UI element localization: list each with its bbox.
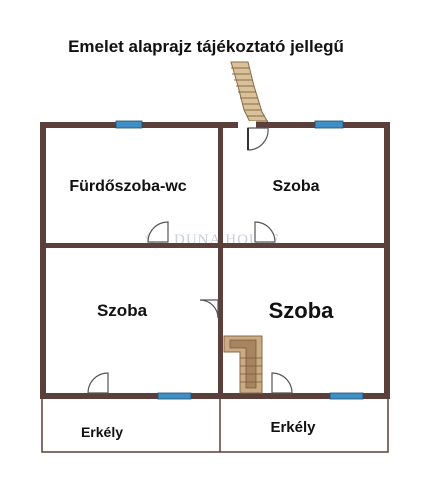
door-balcony-right bbox=[271, 372, 293, 394]
door-room-top-right bbox=[254, 221, 276, 243]
door-middle bbox=[199, 299, 219, 319]
door-balcony-left bbox=[87, 372, 109, 394]
wall-center-vertical bbox=[218, 122, 223, 399]
room-label-balcony-right: Erkély bbox=[270, 419, 316, 436]
wall-top bbox=[40, 122, 390, 128]
window-top-right bbox=[314, 120, 344, 129]
room-label-balcony-left: Erkély bbox=[81, 424, 123, 440]
top-staircase bbox=[230, 61, 271, 127]
wall-bottom bbox=[40, 393, 390, 399]
door-bathroom bbox=[147, 221, 169, 243]
plan-title: Emelet alaprajz tájékoztató jellegű bbox=[68, 37, 344, 56]
door-entrance bbox=[247, 127, 269, 151]
wall-right bbox=[384, 122, 390, 398]
window-bottom-right bbox=[329, 392, 364, 400]
room-label-top-right: Szoba bbox=[272, 178, 319, 195]
window-top-left bbox=[115, 120, 143, 129]
doors bbox=[87, 127, 293, 394]
windows bbox=[115, 120, 364, 400]
room-label-bottom-right: Szoba bbox=[269, 298, 335, 323]
walls bbox=[40, 122, 390, 399]
balcony-outline bbox=[41, 399, 389, 453]
room-label-bottom-left: Szoba bbox=[97, 301, 148, 320]
inner-staircase bbox=[223, 335, 263, 394]
room-label-bathroom: Fürdőszoba-wc bbox=[69, 178, 186, 195]
wall-left bbox=[40, 122, 46, 398]
window-bottom-left bbox=[157, 392, 192, 400]
wall-middle-horizontal bbox=[40, 243, 390, 248]
